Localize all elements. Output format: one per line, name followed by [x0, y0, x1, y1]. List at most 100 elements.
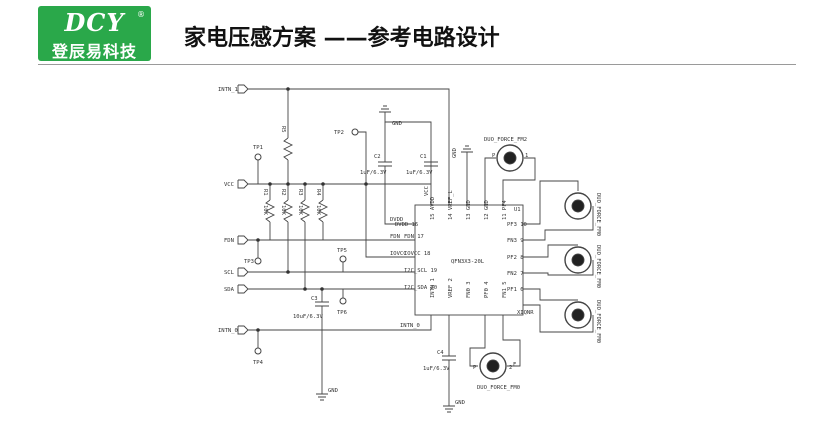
ic-pin-left-sda: I2C_SDA 20 — [404, 285, 437, 291]
ic-pin-left-scl: I2C_SCL 19 — [404, 268, 437, 274]
resistor-value-r1: 10K — [262, 205, 268, 216]
testpoint-label-tp3: TP3 — [244, 259, 254, 265]
wire-pf0 — [469, 315, 486, 367]
gnd-ic-symbol — [461, 145, 473, 153]
testpoint-label-tp2: TP2 — [334, 130, 344, 136]
net-label-dvdd: DVDD — [390, 217, 403, 223]
ic-label-xiqnr: XIQNR — [517, 310, 534, 316]
resistor-value-r3: 10K — [297, 205, 303, 216]
capacitor-ref-c1: C1 — [420, 154, 427, 160]
wire-fm2-a — [484, 157, 496, 205]
ic-pin-right-pf2: PF2 8 — [507, 255, 524, 261]
sensor-pin-label: 1 — [525, 153, 528, 159]
wire-tp2 — [358, 131, 367, 184]
capacitor-c2 — [378, 161, 392, 167]
junction — [320, 287, 324, 291]
sensor-label-fm3: DUO_FORCE_FM0 — [595, 245, 601, 288]
net-label-vcc: VCC — [224, 182, 234, 188]
junction — [286, 270, 290, 274]
junction — [268, 182, 272, 186]
netflag-fdn — [237, 235, 249, 245]
resistor-value-r2: 10K — [280, 205, 286, 216]
net-label-fdn-wire: FDN — [390, 234, 400, 240]
sensor-fm0-outer — [479, 352, 507, 380]
gnd-label-c4: GND — [455, 400, 465, 406]
junction — [256, 328, 260, 332]
sensor-pin-label: P — [492, 153, 496, 159]
netflag-scl — [237, 267, 249, 277]
capacitor-value-c4: 1uF/6.3V — [423, 366, 450, 372]
resistor-r2 — [282, 199, 294, 223]
resistor-r3 — [299, 199, 311, 223]
ic-pin-right-fn2: FN2 7 — [507, 271, 524, 277]
capacitor-value-c2: 1uF/6.3V — [360, 170, 387, 176]
wire-iovcc — [365, 184, 415, 258]
ic-ref: U1 — [514, 207, 521, 213]
net-label-intn0: INTN_0 — [218, 328, 238, 334]
wire-intn0 — [248, 315, 432, 331]
netflag-intn0 — [237, 325, 249, 335]
resistor-label-r1: R1 — [262, 189, 268, 196]
ic-pin-bottom-fn1: FN1 5 — [502, 281, 508, 298]
net-label-intn1: INTN_1 — [218, 87, 238, 93]
netflag-vcc — [237, 179, 249, 189]
gnd-label-top: GND — [392, 121, 402, 127]
junction — [286, 87, 290, 91]
resistor-label-r5: R5 — [280, 126, 286, 133]
sensor-fm2-outer — [496, 144, 524, 172]
capacitor-value-c3: 10uF/6.3V — [293, 314, 323, 320]
wire-dvdd — [384, 166, 415, 225]
ic-pin-right-pf1: PF1 6 — [507, 287, 524, 293]
ic-pin-left-iovcc: IOVCC 18 — [404, 251, 431, 257]
ic-pin-left-fdn: FDN 17 — [404, 234, 424, 240]
header-divider — [38, 64, 796, 65]
sensor-label-fm0: DUO_FORCE_FM0 — [477, 385, 520, 391]
ic-part-number: QFN3X3-20L — [451, 259, 485, 265]
ic-pin-top-gnd: 13 GND — [466, 200, 472, 220]
sensor-pin-label: F — [513, 362, 516, 368]
netflag-intn1 — [237, 84, 249, 94]
sensor-fm3-inner — [571, 253, 585, 267]
resistor-r5 — [282, 137, 294, 161]
net-label-intn0-wire: INTN_0 — [400, 323, 420, 329]
logo-brand: DCY — [64, 8, 125, 37]
netflag-sda — [237, 284, 249, 294]
wire-xiqnr — [523, 304, 594, 333]
wire-pf3 — [523, 180, 579, 225]
ic-pin-top-gnd2: 12 GND — [484, 200, 490, 220]
resistor-label-r4: R4 — [315, 189, 321, 196]
ic-pin-top-vref: 14 VREF_L — [448, 190, 454, 220]
ic-pin-bottom-intn: INTN 1 — [430, 278, 436, 298]
wire-fn2 — [523, 260, 594, 276]
gnd-c4-symbol — [443, 405, 455, 413]
testpoint-label-tp1: TP1 — [253, 145, 263, 151]
ic-pin-right-fn3: FN3 9 — [507, 238, 524, 244]
capacitor-ref-c2: C2 — [374, 154, 381, 160]
sensor-fm1-inner — [571, 199, 585, 213]
ic-pin-bottom-vref: VREF 2 — [448, 278, 454, 298]
gnd-label-ic: GND — [452, 148, 458, 158]
logo-registered-mark: ® — [137, 10, 145, 19]
resistor-r4 — [317, 199, 329, 223]
sensor-fm4-outer — [564, 301, 592, 329]
sensor-fm4-inner — [571, 308, 585, 322]
wire-fn3 — [523, 206, 594, 241]
capacitor-ref-c3: C3 — [311, 296, 318, 302]
resistor-r1 — [264, 199, 276, 223]
sensor-pin-label: 2 — [509, 365, 512, 371]
vcc-label-ic: VCC — [424, 186, 430, 196]
sensor-fm0-inner — [486, 359, 500, 373]
testpoint-label-tp5: TP5 — [337, 248, 347, 254]
testpoint-tp2 — [351, 128, 359, 136]
sensor-fm3-outer — [564, 246, 592, 274]
gnd-top-symbol — [379, 105, 391, 113]
ic-pin-right-pf3: PF3 10 — [507, 222, 527, 228]
capacitor-ref-c4: C4 — [437, 350, 444, 356]
sensor-fm2-inner — [503, 151, 517, 165]
testpoint-tp1 — [254, 153, 262, 161]
junction — [256, 238, 260, 242]
resistor-value-r4: 10K — [315, 205, 321, 216]
testpoint-tp5 — [339, 255, 347, 263]
sensor-label-fm1: DUO_FORCE_FM0 — [595, 193, 601, 236]
